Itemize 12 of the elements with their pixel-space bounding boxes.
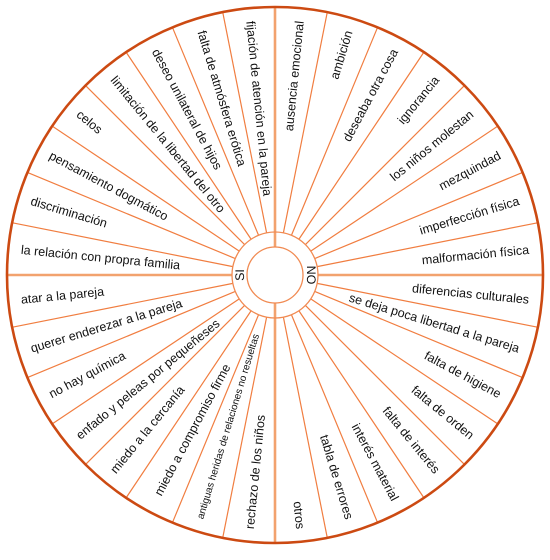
segment-label: la relación con propra familia xyxy=(20,242,181,273)
segment-label: atar a la pareja xyxy=(20,284,105,308)
segment-label: ausencia emocional xyxy=(282,20,308,132)
hub-label: SI xyxy=(232,269,247,281)
segment-label: malformación física xyxy=(420,242,530,268)
segment-label: tabla de errores xyxy=(316,433,356,522)
segment-label: otros xyxy=(290,500,308,530)
segment-label: ambición xyxy=(328,28,356,81)
segment-label: diferencias culturales xyxy=(411,281,530,308)
hub-label: NO xyxy=(303,266,318,284)
segment-label: rechazo de los niños xyxy=(242,414,268,530)
segment-label: fijación de atención en la pareja xyxy=(242,20,274,197)
